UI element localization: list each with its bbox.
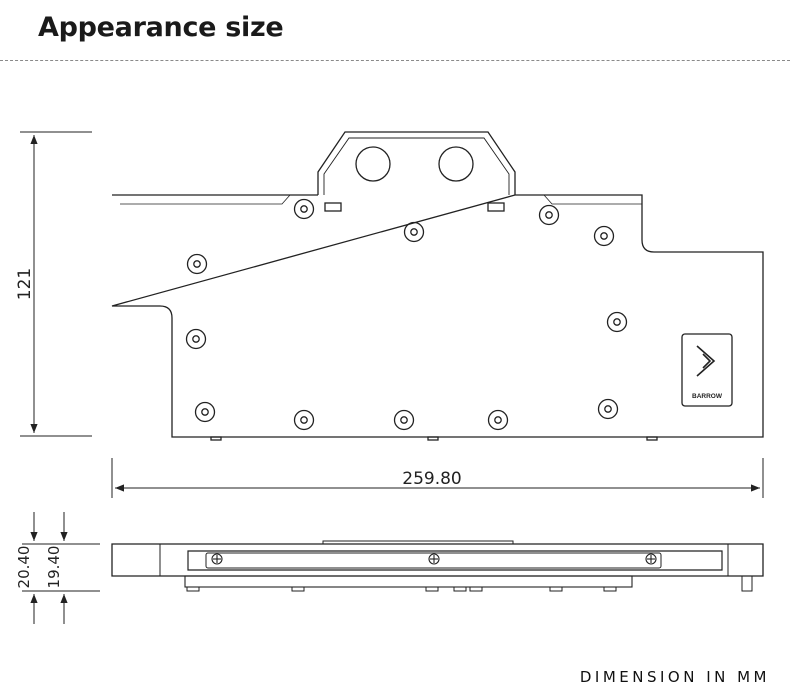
side-view <box>111 540 764 592</box>
thickness-total-label: 20.40 <box>15 546 33 589</box>
side-block-outline <box>111 543 764 577</box>
inlet-port <box>355 146 391 182</box>
bottom-tab <box>427 436 439 441</box>
height-dimension <box>20 131 92 437</box>
thickness-dimension <box>22 512 100 624</box>
bottom-tab <box>210 436 222 441</box>
header-divider <box>0 60 790 61</box>
thickness-inner-label: 19.40 <box>45 546 63 589</box>
side-lower-plate <box>184 575 633 588</box>
side-channel-strip <box>205 552 662 569</box>
clip-tab <box>324 202 342 212</box>
outlet-port <box>438 146 474 182</box>
page-title: Appearance size <box>38 12 284 43</box>
side-standoffs <box>186 575 753 592</box>
logo-plate <box>681 333 733 407</box>
side-screw <box>211 553 657 565</box>
height-label: 121 <box>15 268 35 300</box>
screw-group <box>185 198 628 431</box>
side-channel <box>187 550 723 571</box>
port-terminal-inner <box>323 137 510 195</box>
logo-icon <box>696 345 716 377</box>
port-terminal <box>317 131 516 195</box>
block-outline <box>111 194 764 438</box>
width-dimension <box>111 458 764 498</box>
top-view <box>111 131 764 441</box>
clip-tab <box>487 202 505 212</box>
dimension-note: DIMENSION IN MM <box>579 668 770 686</box>
bottom-tab <box>646 436 658 441</box>
block-inner-edge <box>120 194 642 205</box>
width-label: 259.80 <box>402 469 461 489</box>
logo-text: BARROW <box>692 393 723 400</box>
